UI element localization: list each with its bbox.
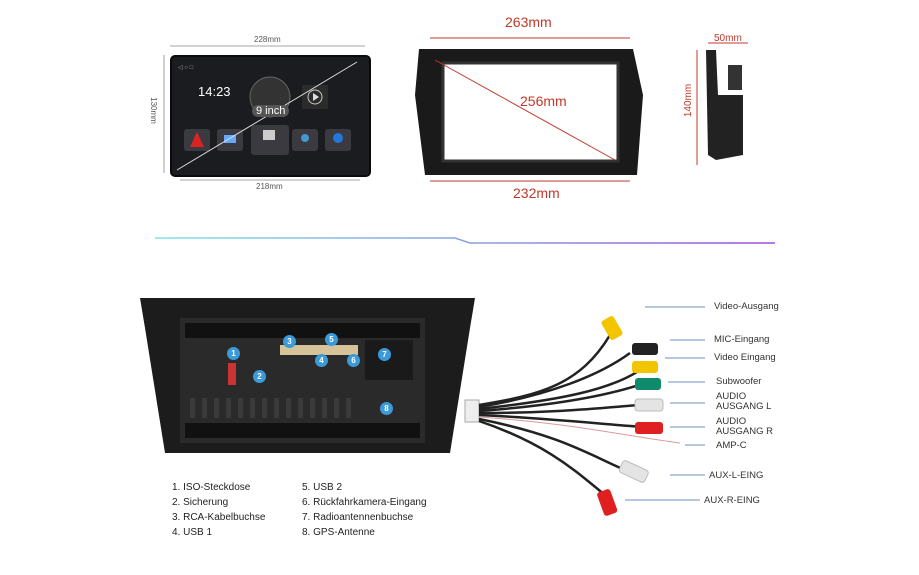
harness-label-audio-out-l: AUDIO AUSGANG L: [716, 391, 772, 412]
frame-height: 140mm: [683, 83, 695, 118]
rca-harness-diagram: [464, 306, 705, 516]
port-badge-3: 3: [283, 335, 296, 348]
legend-item: 2. Sicherung: [172, 497, 229, 508]
port-badge-7: 7: [378, 348, 391, 361]
head-unit-diagram: 228mm 218mm 130mm ◁ ○ □ 14:23 9 inch: [148, 30, 380, 195]
screen-size-label: 9 inch: [252, 105, 290, 117]
port-badge-2: 2: [253, 370, 266, 383]
harness-label-mic-in: MIC-Eingang: [714, 334, 770, 345]
harness-label-amp-c: AMP-C: [716, 440, 747, 451]
legend-item: 7. Radioantennenbuchse: [302, 512, 414, 523]
legend-item: 6. Rückfahrkamera-Eingang: [302, 497, 427, 508]
rear-panel-graphics: [140, 298, 475, 453]
port-legend-right: 5. USB 2 6. Rückfahrkamera-Eingang 7. Ra…: [302, 480, 427, 540]
head-unit-width-top: 228mm: [254, 35, 281, 44]
legend-item: 5. USB 2: [302, 482, 343, 493]
frame-diagonal: 256mm: [520, 93, 567, 109]
port-badge-6: 6: [347, 354, 360, 367]
legend-item: 8. GPS-Antenne: [302, 527, 375, 538]
harness-label-aux-r: AUX-R-EING: [704, 495, 760, 506]
section-divider: [155, 237, 775, 244]
head-unit-screen: ◁ ○ □ 14:23 9 inch: [170, 55, 371, 177]
head-unit-dimension-lines: [163, 45, 365, 181]
rca-plugs: [597, 316, 664, 516]
port-badge-4: 4: [315, 354, 328, 367]
head-unit-width-bottom: 218mm: [256, 182, 283, 191]
harness-label-video-in: Video Eingang: [714, 352, 776, 363]
frame-width-top: 263mm: [505, 14, 552, 30]
rear-panel-diagram: 1 2 3 4 5 6 7 8: [140, 293, 475, 458]
harness-label-audio-out-r: AUDIO AUSGANG R: [716, 416, 774, 437]
frame-side-diagram: [696, 42, 748, 165]
head-unit-height: 130mm: [148, 97, 158, 124]
legend-item: 4. USB 1: [172, 527, 213, 538]
screen-clock: 14:23: [198, 84, 231, 99]
harness-label-subwoofer: Subwoofer: [716, 376, 762, 387]
port-badge-5: 5: [325, 333, 338, 346]
frame-depth: 50mm: [714, 33, 742, 44]
port-badge-1: 1: [227, 347, 240, 360]
legend-item: 3. RCA-Kabelbuchse: [172, 512, 266, 523]
port-legend-left: 1. ISO-Steckdose 2. Sicherung 3. RCA-Kab…: [172, 480, 265, 540]
harness-label-video-out: Video-Ausgang: [714, 301, 779, 312]
legend-item: 1. ISO-Steckdose: [172, 482, 251, 493]
port-badge-8: 8: [380, 402, 393, 415]
harness-label-aux-l: AUX-L-EING: [709, 470, 764, 481]
svg-text:◁ ○ □: ◁ ○ □: [178, 65, 194, 71]
frame-front-diagram: [415, 37, 643, 182]
frame-width-bottom: 232mm: [513, 185, 560, 201]
